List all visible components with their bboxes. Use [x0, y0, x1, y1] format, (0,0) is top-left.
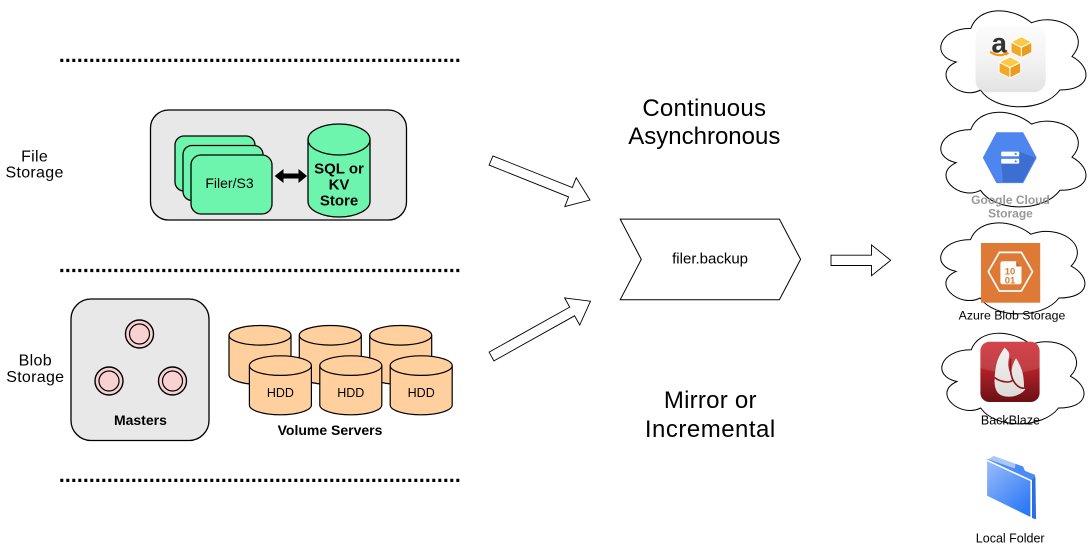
svg-text:Storage: Storage	[6, 164, 64, 181]
svg-text:Google Cloud: Google Cloud	[971, 193, 1050, 207]
svg-text:HDD: HDD	[337, 386, 364, 400]
svg-text:01: 01	[1005, 275, 1016, 286]
svg-text:File: File	[21, 148, 48, 165]
svg-text:Asynchronous: Asynchronous	[628, 123, 780, 150]
svg-text:Azure Blob Storage: Azure Blob Storage	[959, 309, 1066, 323]
svg-text:Local Folder: Local Folder	[976, 532, 1045, 546]
svg-text:Incremental: Incremental	[645, 416, 776, 443]
svg-text:Blob: Blob	[19, 352, 52, 369]
svg-text:Masters: Masters	[114, 412, 167, 428]
svg-text:a: a	[991, 28, 1007, 59]
svg-text:HDD: HDD	[408, 386, 435, 400]
svg-text:filer.backup: filer.backup	[672, 250, 748, 267]
svg-text:Store: Store	[320, 193, 358, 210]
svg-text:SQL or: SQL or	[314, 161, 364, 178]
svg-text:Storage: Storage	[988, 206, 1033, 220]
svg-text:10: 10	[1005, 266, 1016, 277]
svg-text:Mirror or: Mirror or	[664, 387, 757, 414]
svg-text:KV: KV	[329, 177, 350, 194]
svg-text:Storage: Storage	[6, 369, 64, 386]
svg-text:BackBlaze: BackBlaze	[981, 413, 1040, 427]
svg-text:HDD: HDD	[267, 386, 294, 400]
svg-text:Filer/S3: Filer/S3	[205, 175, 253, 191]
svg-text:Continuous: Continuous	[642, 95, 766, 122]
svg-text:Volume Servers: Volume Servers	[278, 422, 383, 438]
